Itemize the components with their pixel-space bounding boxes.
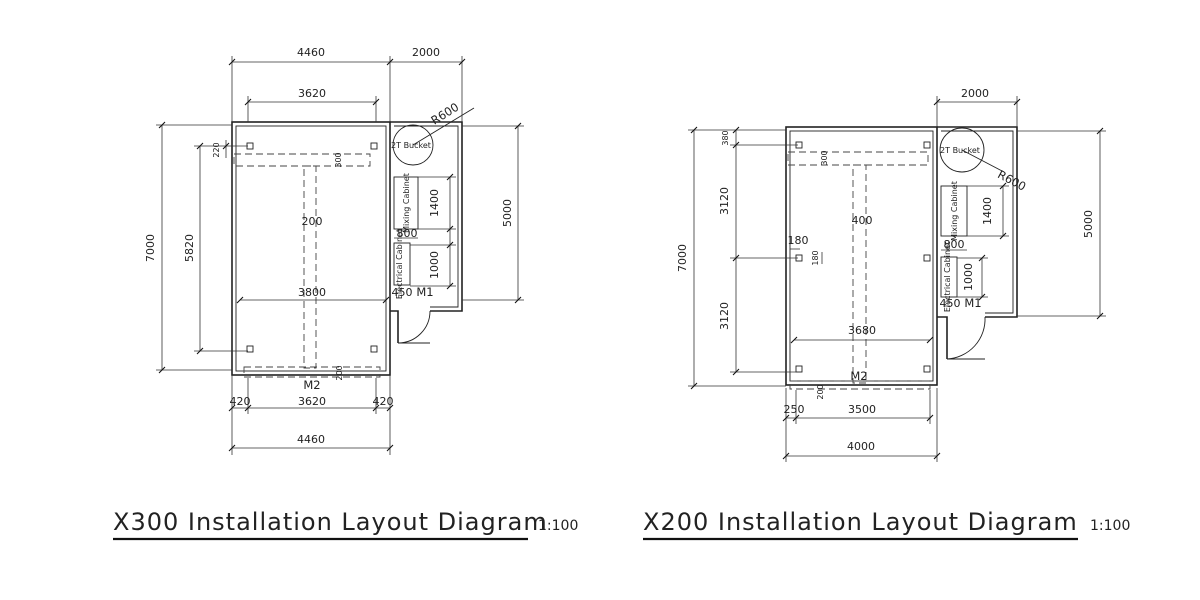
x300-dim-1000: 1000: [428, 251, 441, 279]
x300-dim-left-7000: 7000: [144, 234, 157, 262]
x200-main-room-outer: [785, 126, 938, 386]
x300-dim-300: 300: [334, 152, 343, 167]
x300-door-m1-swing: [397, 310, 431, 344]
x300-dim-right-5000: 5000: [501, 199, 514, 227]
x200-label-mixing-cabinet: Mixing Cabinet: [950, 181, 959, 241]
x300-label-r600: R600: [428, 100, 461, 128]
x200-door-m1-swing: [946, 316, 986, 360]
x200-column: [923, 254, 931, 262]
x200-label-bucket: 2T Bucket: [940, 146, 980, 155]
x300-main-room-outer: [231, 121, 391, 376]
x200-dim-300: 300: [820, 150, 829, 165]
x200-scale: 1:100: [1090, 518, 1130, 534]
x300-label-m1: M1: [416, 285, 433, 299]
x200-dimensions: [688, 96, 1106, 462]
x300-dim-450: 450: [392, 286, 413, 299]
x300-dim-top-3620: 3620: [298, 87, 326, 100]
x300-dim-bot-420a: 420: [230, 395, 251, 408]
x200-electrical-cabinet: [940, 256, 958, 298]
x300-dim-220: 220: [212, 142, 221, 157]
x300-dim-200: 200: [302, 215, 323, 228]
x200-side-room-inner: [941, 130, 1014, 314]
x200-dim-bot-3500: 3500: [848, 403, 876, 416]
x200-dim-1400: 1400: [981, 197, 994, 225]
x200-dim-1000: 1000: [962, 263, 975, 291]
x200-dim-right-5000: 5000: [1082, 210, 1095, 238]
x300-side-room: [390, 121, 463, 312]
x200-label-r600: R600: [995, 167, 1028, 193]
x200-dim-380: 380: [721, 130, 730, 145]
x300-dim-3800: 3800: [298, 286, 326, 299]
x300-label-bucket: 2T Bucket: [391, 141, 431, 150]
x300-column: [370, 142, 378, 150]
x300-label-electrical-cabinet: Electrical Cabinet: [395, 229, 404, 299]
x300-side-room-inner: [394, 125, 459, 308]
x200-door-m2-rail: [789, 380, 931, 390]
x200-side-room: [937, 126, 1018, 318]
x200-dim-3120a: 3120: [718, 187, 731, 215]
x200-r600-leader: [961, 149, 1005, 173]
x300-dim-bot-420b: 420: [373, 395, 394, 408]
x200-column: [923, 365, 931, 373]
x200-dim-400: 400: [852, 214, 873, 227]
x300-column: [370, 345, 378, 353]
x300-dimensions: [156, 56, 524, 455]
x200-dim-bot-250: 250: [784, 403, 805, 416]
x200-dim-left-7000: 7000: [676, 244, 689, 272]
x200-label-electrical-cabinet: Electrical Cabinet: [943, 242, 952, 312]
x300-center-rail: [303, 165, 317, 369]
x200-dim-3120b: 3120: [718, 302, 731, 330]
x300-main-room-inner: [235, 125, 387, 372]
x200-dim-3680: 3680: [848, 324, 876, 337]
x300-dim-bot-4460: 4460: [297, 433, 325, 446]
x200-dim-180a: 180: [788, 234, 809, 247]
x300-dim-200b: 200: [335, 365, 344, 380]
x200-bucket-circle: [939, 127, 985, 173]
x300-dim-top-2000: 2000: [412, 46, 440, 59]
x300-mixing-cabinet: [393, 176, 419, 230]
x300-title: X300 Installation Layout Diagram: [113, 508, 548, 536]
x300-dim-bot-3620: 3620: [298, 395, 326, 408]
x300-door-jamb: [390, 310, 399, 343]
x300-r600-leader: [412, 107, 475, 146]
x200-mixing-cabinet: [940, 185, 968, 237]
x200-label-m1: M1: [964, 296, 981, 310]
x300-door-m2-rail: [243, 366, 381, 378]
x200-top-rail: [787, 151, 929, 166]
x200-dim-450: 450: [940, 297, 961, 310]
x300-electrical-cabinet: [393, 242, 411, 286]
x200-plan: 2000 7000 380 3120 3120 5000 300 400 180…: [676, 87, 1106, 462]
x300-dim-top-4460: 4460: [297, 46, 325, 59]
x200-column: [795, 365, 803, 373]
x200-dim-800: 800: [944, 238, 965, 251]
x200-label-m2: M2: [850, 369, 867, 383]
x300-top-rail: [233, 153, 371, 167]
x300-dim-1400: 1400: [428, 189, 441, 217]
x300-label-m2: M2: [303, 378, 320, 392]
x300-dim-left-5820: 5820: [183, 234, 196, 262]
x200-dim-180b: 180: [811, 250, 820, 265]
x200-dim-bot-4000: 4000: [847, 440, 875, 453]
x200-center-rail: [852, 164, 867, 384]
x300-scale: 1:100: [538, 518, 578, 534]
x200-door-jamb: [937, 316, 948, 359]
x200-dim-200: 200: [816, 384, 825, 399]
x300-plan: 4460 2000 3620 7000 5820 220 5000 300 20…: [144, 46, 524, 455]
x300-label-mixing-cabinet: Mixing Cabinet: [402, 173, 411, 233]
x200-column: [923, 141, 931, 149]
x200-dim-top-2000: 2000: [961, 87, 989, 100]
x300-bucket-circle: [392, 124, 434, 166]
x300-column: [246, 345, 254, 353]
x300-dim-800: 800: [397, 227, 418, 240]
x200-title: X200 Installation Layout Diagram: [643, 508, 1078, 536]
